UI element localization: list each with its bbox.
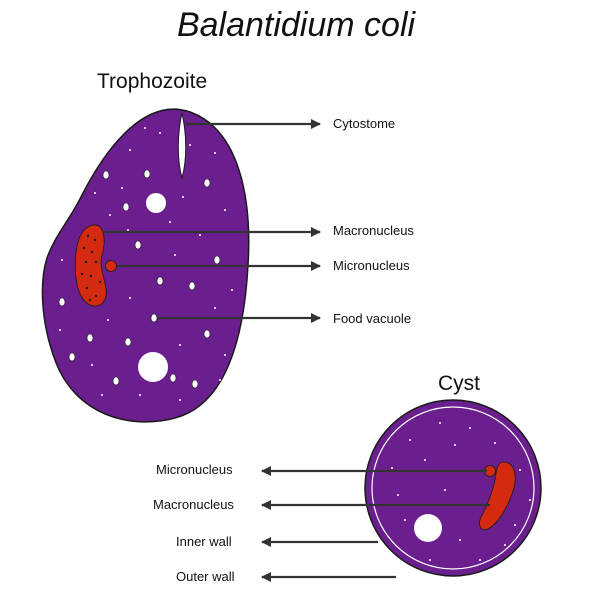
label-outer-wall: Outer wall (176, 569, 235, 584)
micronucleus (105, 260, 117, 272)
cyst-macronucleus (479, 461, 516, 531)
diagram-title: Balantidium coli (176, 6, 416, 44)
cyst-outer-wall (364, 399, 542, 577)
macronucleus-chromatin (80, 234, 102, 302)
contractile-vacuole (146, 193, 166, 213)
trophozoite-heading: Trophozoite (97, 70, 208, 93)
label-micronucleus: Micronucleus (333, 258, 410, 273)
macronucleus (74, 224, 107, 307)
food-vacuoles (58, 169, 221, 389)
label-inner-wall: Inner wall (176, 534, 232, 549)
label-macronucleus: Macronucleus (333, 223, 414, 238)
label-cytostome: Cytostome (333, 116, 396, 131)
cytostome (177, 112, 187, 180)
granules (59, 127, 233, 401)
cyst-heading: Cyst (438, 372, 480, 395)
label-cyst-micronucleus: Micronucleus (156, 462, 233, 477)
label-cyst-macronucleus: Macronucleus (153, 497, 234, 512)
cyst-inner-wall (371, 406, 535, 570)
contractile-vacuole (138, 352, 168, 382)
label-food-vacuole: Food vacuole (333, 311, 412, 326)
cyst-vacuole (414, 514, 442, 542)
